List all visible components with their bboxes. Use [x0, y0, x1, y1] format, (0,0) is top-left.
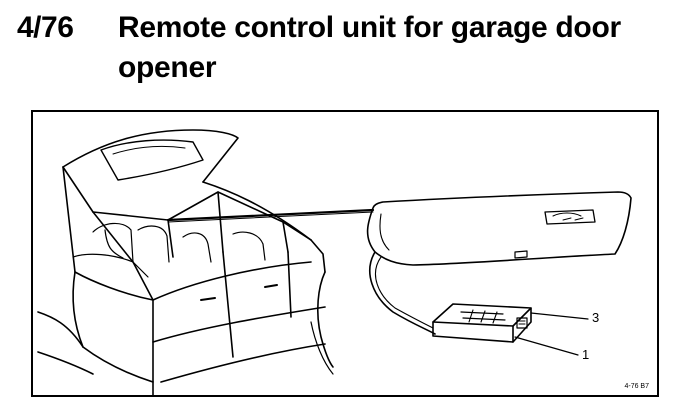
- section-number: 4/76: [17, 11, 74, 44]
- pointer-lines: [166, 208, 375, 223]
- figure-frame: 3 1 4-76 B7: [31, 110, 659, 397]
- page-title: Remote control unit for garage door open…: [118, 11, 621, 84]
- callout-label-1: 1: [582, 347, 590, 362]
- illustration: [37, 129, 632, 395]
- car-drawing: [37, 129, 334, 395]
- callout-label-3: 3: [592, 310, 600, 325]
- cable-drawing: [369, 251, 436, 335]
- sun-visor-drawing: [366, 191, 632, 266]
- remote-unit-drawing: [432, 303, 589, 356]
- figure-id: 4-76 B7: [624, 383, 649, 390]
